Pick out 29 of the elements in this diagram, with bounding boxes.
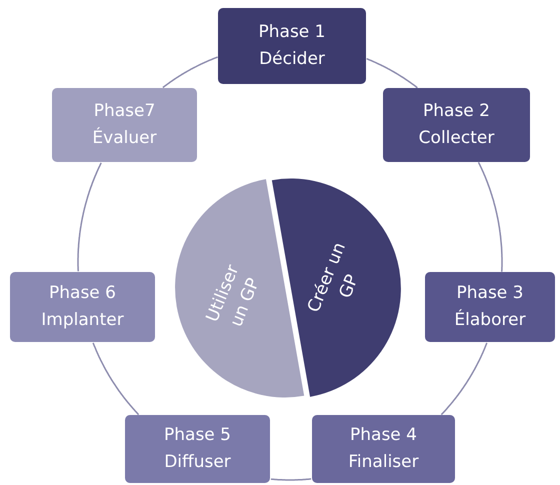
ring-arc: [366, 58, 418, 88]
phase-box: [312, 415, 455, 483]
phase-name: Décider: [259, 48, 325, 71]
phase-name: Élaborer: [454, 308, 526, 332]
ring-arc: [440, 342, 488, 416]
phase-name: Évaluer: [92, 126, 157, 150]
ring-arc: [478, 162, 503, 272]
phase-box: [10, 272, 155, 342]
phase-number: Phase7: [94, 100, 156, 123]
phase-number: Phase 6: [49, 282, 116, 305]
phase-box: [218, 8, 366, 84]
ring-arc: [270, 478, 312, 481]
phase-box: [383, 88, 530, 162]
phase-name: Finaliser: [348, 451, 419, 474]
ring-arc: [77, 162, 102, 272]
phase-name: Collecter: [418, 127, 494, 150]
phase-box: [125, 415, 270, 483]
phase-number: Phase 5: [164, 424, 231, 447]
segment-label: Créer un GP: [302, 238, 364, 318]
phase-name: Implanter: [41, 309, 124, 332]
ring-arc: [92, 342, 140, 416]
phase-name: Diffuser: [164, 451, 231, 474]
phase-number: Phase 2: [423, 100, 490, 123]
phase-number: Phase 1: [258, 21, 326, 44]
ring-arc: [162, 56, 218, 88]
phase-number: Phase 4: [350, 424, 417, 447]
phase-number: Phase 3: [456, 282, 524, 305]
phase-box: [425, 272, 555, 342]
phase-box: [52, 88, 197, 162]
